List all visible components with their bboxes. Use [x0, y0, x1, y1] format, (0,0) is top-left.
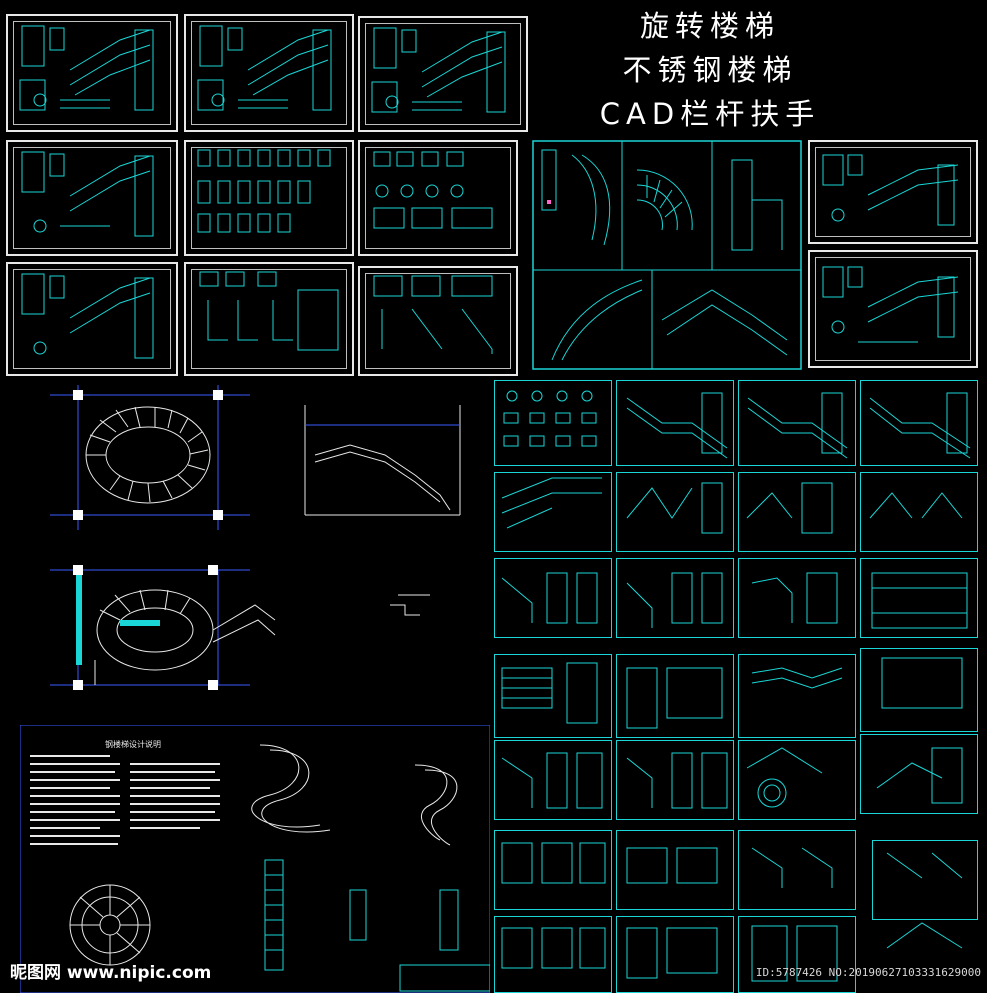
- detail-cell: [738, 830, 856, 910]
- drawing-sheet: [6, 262, 178, 376]
- drawing-sheet: [184, 14, 354, 132]
- stair-design-notes-sheet: 钢楼梯设计说明: [20, 725, 490, 993]
- title-line-3: CAD栏杆扶手: [599, 97, 821, 131]
- title-line-2: 不锈钢楼梯: [622, 53, 798, 87]
- sheet-detail-drawings-right: [808, 140, 978, 370]
- site-watermark: 昵图网 www.nipic.com: [10, 963, 212, 983]
- detail-cell: [738, 740, 856, 820]
- title-line-1: 旋转楼梯: [639, 9, 780, 43]
- detail-cell: [738, 558, 856, 638]
- detail-cell-drawings: [492, 378, 987, 993]
- drawing-sheet: [184, 140, 354, 256]
- drawing-sheet: [184, 262, 354, 376]
- detail-cell: [860, 648, 978, 732]
- drawing-sheet: [6, 14, 178, 132]
- detail-cell: [494, 472, 612, 552]
- detail-cell: [616, 472, 734, 552]
- detail-cell: [616, 558, 734, 638]
- detail-cell: [738, 654, 856, 738]
- detail-cell: [860, 558, 978, 638]
- sheet-detail-drawings: [0, 0, 530, 380]
- spiral-stair-plan-sheet: [532, 140, 802, 370]
- detail-cell: [860, 472, 978, 552]
- elliptical-stair-plan-upper: [20, 380, 490, 720]
- detail-cell: [738, 472, 856, 552]
- detail-cell: [616, 916, 734, 993]
- detail-cell: [494, 558, 612, 638]
- drawing-sheet: [358, 266, 518, 376]
- image-id-label: ID:5787426 NO:20190627103331629000: [755, 966, 981, 979]
- notes-heading: 钢楼梯设计说明: [105, 739, 161, 749]
- drawing-sheet: [808, 140, 978, 244]
- detail-cell: [494, 916, 612, 993]
- drawing-sheet: [6, 140, 178, 256]
- detail-cell: [872, 840, 978, 920]
- page-title-block: 旋转楼梯 不锈钢楼梯 CAD栏杆扶手: [560, 4, 860, 136]
- detail-cell: [616, 830, 734, 910]
- detail-cell: [860, 734, 978, 814]
